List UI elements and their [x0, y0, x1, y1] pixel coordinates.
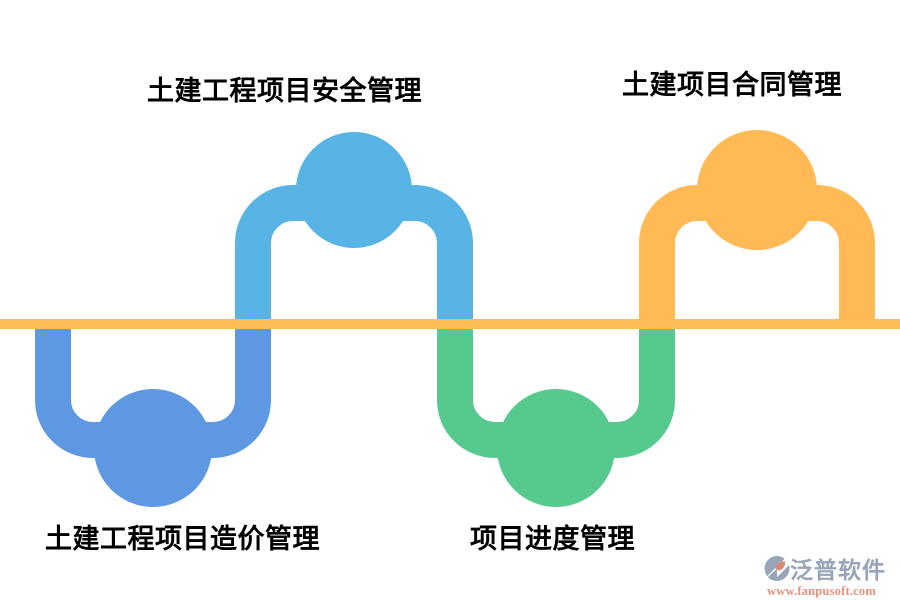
- fanpu-logo-icon: [764, 555, 790, 582]
- brand-logo: 泛普软件 www.fanpusoft.com: [764, 551, 896, 599]
- node-circle-safety: [296, 132, 412, 248]
- logo-name-text: 泛普软件: [790, 557, 886, 583]
- label-contract-management: 土建项目合同管理: [622, 70, 842, 100]
- node-circle-progress: [497, 389, 615, 507]
- label-cost-management: 土建工程项目造价管理: [45, 524, 320, 554]
- node-circle-cost: [94, 389, 212, 507]
- label-safety-management: 土建工程项目安全管理: [147, 76, 422, 106]
- logo-url-text: www.fanpusoft.com: [767, 584, 876, 598]
- label-progress-management: 项目进度管理: [470, 524, 635, 554]
- baseline: [0, 319, 900, 329]
- node-circle-contract: [697, 130, 817, 250]
